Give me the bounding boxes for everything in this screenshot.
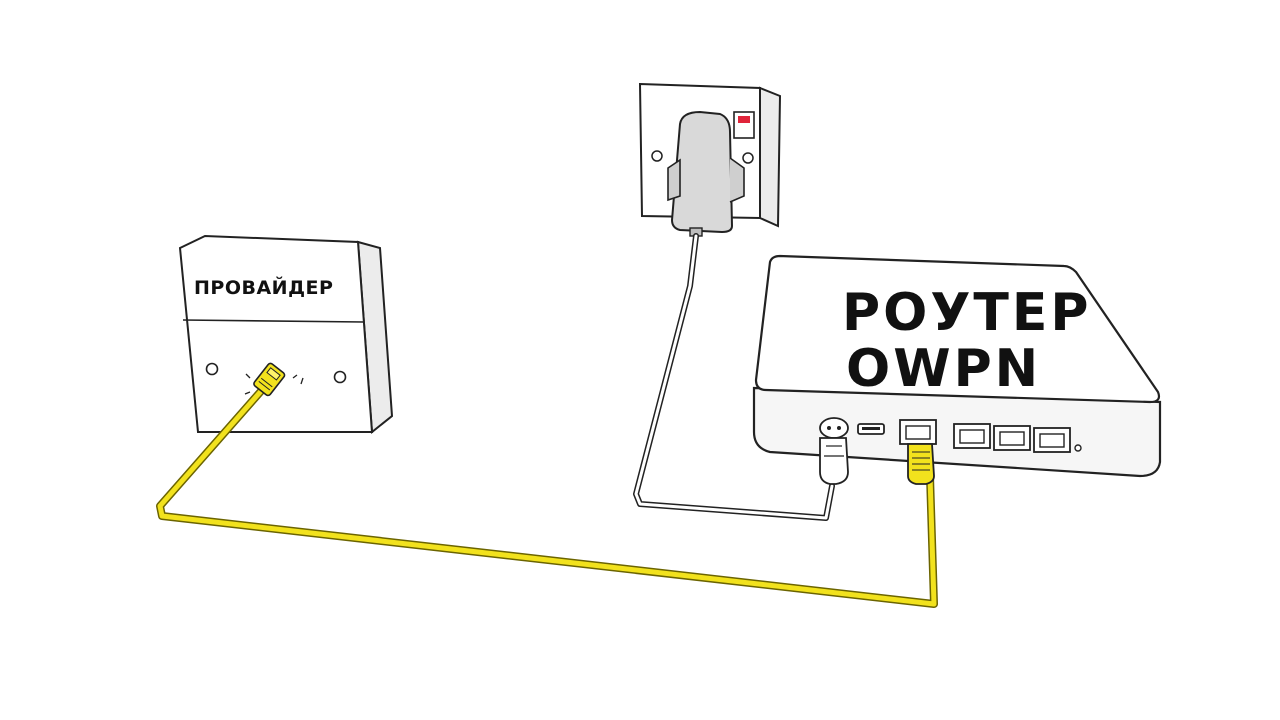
rj45-plug-icon xyxy=(907,443,935,485)
router-label-line2: OWPN xyxy=(846,339,1041,399)
lan-port-icon xyxy=(899,419,937,445)
socket-switch-indicator xyxy=(738,116,750,123)
power-cable-fill xyxy=(634,234,834,520)
lan-port-icon xyxy=(1033,427,1071,453)
power-inlet-port xyxy=(819,417,849,439)
lan-port-icon xyxy=(953,423,991,449)
provider-screw-right xyxy=(333,370,347,384)
power-cable xyxy=(633,233,835,521)
router-label-line1: РОУТЕР xyxy=(842,283,1092,343)
provider-label: ПРОВАЙДЕР xyxy=(194,276,333,299)
provider-screw-left xyxy=(205,362,219,376)
socket-screw-left xyxy=(651,150,663,162)
provider-port-marks xyxy=(244,373,304,395)
socket-screw-right xyxy=(742,152,754,164)
rj45-plug-icon xyxy=(253,362,286,397)
reset-button xyxy=(1074,444,1082,452)
lan-port-icon xyxy=(993,425,1031,451)
power-adapter-icon xyxy=(667,110,745,237)
router-ports xyxy=(819,417,1082,453)
provider-box: ПРОВАЙДЕР xyxy=(178,234,394,434)
provider-box-front xyxy=(178,234,374,433)
router-top xyxy=(754,254,1161,404)
ethernet-cable xyxy=(156,386,938,608)
power-plug-icon xyxy=(819,437,849,485)
router: РОУТЕР OWPN xyxy=(752,254,1162,478)
socket-switch xyxy=(733,111,755,139)
provider-box-divider xyxy=(182,319,365,323)
socket-side xyxy=(759,86,782,228)
ethernet-cable-fill xyxy=(157,387,937,607)
